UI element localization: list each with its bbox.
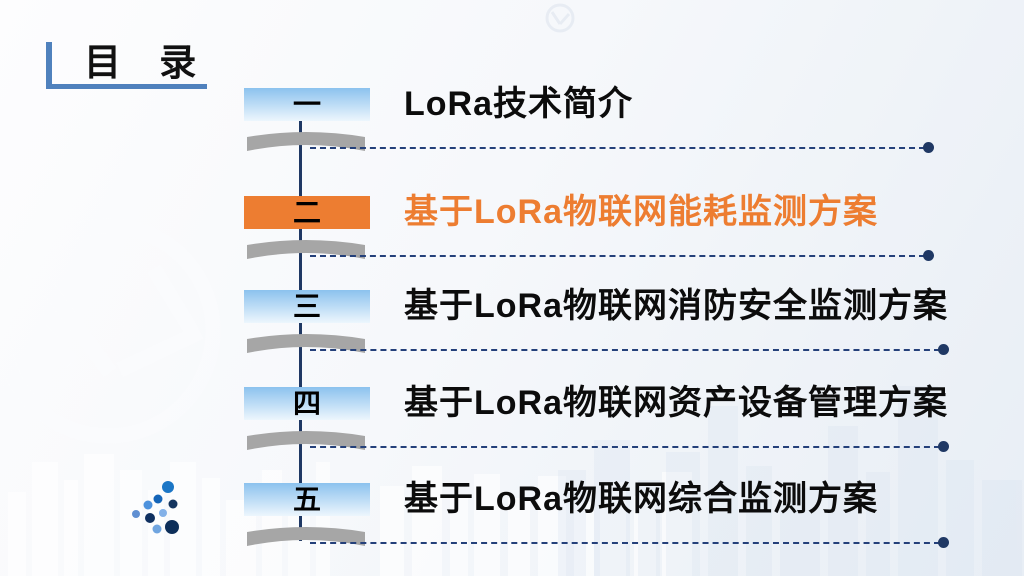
dotted-connector (310, 446, 940, 448)
toc-item-3: 三 基于LoRa物联网消防安全监测方案 (0, 287, 1024, 372)
heading-border-horizontal (46, 84, 207, 89)
curve-ribbon (247, 334, 365, 353)
dotted-connector (310, 255, 925, 257)
curve-ribbon (247, 527, 365, 546)
item-number: 五 (292, 484, 321, 515)
item-title: 基于LoRa物联网消防安全监测方案 (404, 287, 948, 325)
dots-cluster (132, 481, 179, 534)
connector-end-dot (938, 537, 949, 548)
connector-end-dot (938, 344, 949, 355)
dotted-connector (310, 542, 940, 544)
toc-item-2: 二 基于LoRa物联网能耗监测方案 (0, 193, 1024, 278)
curve-ribbon (247, 240, 365, 259)
item-title: 基于LoRa物联网综合监测方案 (404, 480, 878, 518)
item-number: 四 (292, 388, 321, 419)
city-skyline-left (8, 454, 692, 576)
curve-ribbon (247, 132, 365, 151)
connector-end-dot (923, 250, 934, 261)
dotted-connector (310, 349, 940, 351)
connector-end-dot (923, 142, 934, 153)
item-number-box: 三 (244, 290, 370, 323)
item-number: 一 (292, 89, 321, 120)
item-number: 二 (292, 197, 321, 228)
curve-ribbon (247, 431, 365, 450)
item-number-box: 二 (244, 196, 370, 229)
dotted-connector (310, 147, 925, 149)
city-skyline-right (558, 386, 1022, 576)
connector-end-dot (938, 441, 949, 452)
item-title: 基于LoRa物联网资产设备管理方案 (404, 384, 948, 422)
watermark-check-logo (0, 218, 221, 444)
item-title: LoRa技术简介 (404, 85, 633, 123)
heading-border-vertical (46, 42, 52, 89)
toc-item-4: 四 基于LoRa物联网资产设备管理方案 (0, 384, 1024, 469)
toc-item-5: 五 基于LoRa物联网综合监测方案 (0, 480, 1024, 565)
item-number-box: 四 (244, 387, 370, 420)
toc-item-1: 一 LoRa技术简介 (0, 85, 1024, 170)
item-number-box: 五 (244, 483, 370, 516)
item-title: 基于LoRa物联网能耗监测方案 (404, 193, 878, 231)
item-number-box: 一 (244, 88, 370, 121)
mini-logo-icon (545, 3, 575, 33)
page-title: 目 录 (84, 42, 211, 83)
timeline-spine (299, 121, 302, 541)
item-number: 三 (292, 291, 321, 322)
